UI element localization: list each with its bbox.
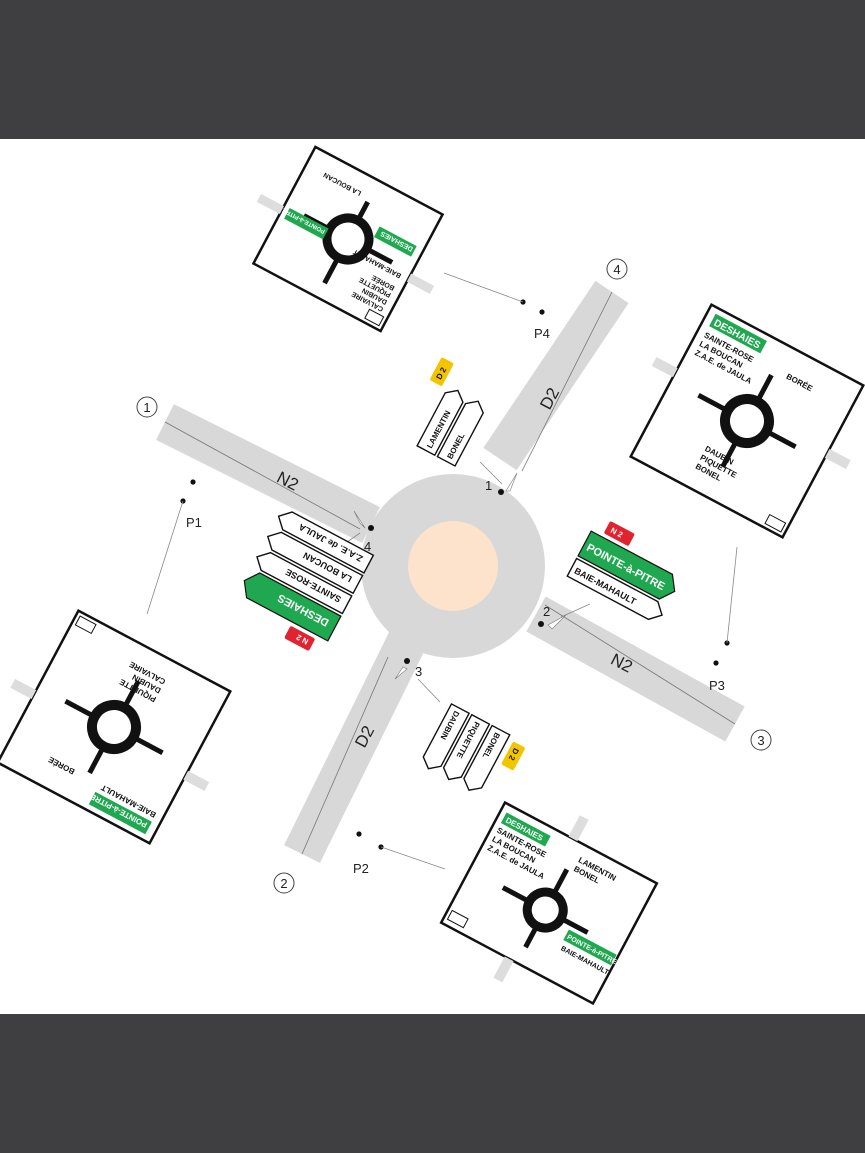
centerline-n2-east: [544, 604, 736, 725]
svg-text:4: 4: [364, 539, 371, 554]
approach-point-3: 3: [394, 658, 441, 703]
svg-text:4: 4: [613, 262, 620, 277]
svg-text:2: 2: [543, 604, 550, 619]
road-d2-south: [284, 630, 426, 863]
centerline-n2-west: [164, 421, 361, 530]
svg-text:1: 1: [485, 478, 492, 493]
branch-marker-4: 4: [606, 258, 628, 280]
road-n2-west: [156, 404, 380, 543]
direction-sign-approach-3: BONEL PIQUETTE DAUBIN D 2: [422, 702, 525, 792]
diagram-canvas: D2 D2 N2 N2 1 2 3 4 1 2 3 4: [0, 139, 865, 1014]
branch-marker-3: 3: [750, 729, 772, 751]
svg-text:P4: P4: [534, 326, 550, 341]
svg-text:P3: P3: [709, 678, 725, 693]
presignal-panel-p2: DESHAIES SAINTE-ROSE LA BOUCAN Z.A.E. de…: [439, 800, 659, 1006]
presignal-panel-p3: DESHAIES SAINTE-ROSE LA BOUCAN Z.A.E. de…: [629, 303, 865, 539]
road-network: [156, 280, 745, 863]
presignal-panel-p4: POINTE-à-PITRE BAIE-MAHAULT CALVAIRE DAU…: [251, 145, 445, 333]
svg-text:3: 3: [415, 664, 422, 679]
approach-point-1: 1: [479, 461, 518, 495]
centerline-d2-south: [301, 656, 389, 855]
roundabout-diagram: D2 D2 N2 N2 1 2 3 4 1 2 3 4: [0, 145, 865, 1006]
panel-point-p3: P3: [709, 546, 738, 693]
direction-sign-approach-2: POINTE-à-PITRE BAIE-MAHAULT N 2: [566, 521, 676, 621]
central-island: [408, 521, 498, 611]
panel-point-p4: P4: [443, 272, 550, 341]
svg-text:1: 1: [143, 400, 150, 415]
svg-text:3: 3: [757, 733, 764, 748]
svg-text:P1: P1: [186, 515, 202, 530]
approach-point-2: 2: [538, 603, 591, 630]
svg-text:P2: P2: [353, 861, 369, 876]
branch-marker-2: 2: [273, 872, 295, 894]
presignal-panel-p1: POINTE-à-PITRE BAIE-MAHAULT BORÉE PIQUET…: [0, 609, 232, 845]
centerline-d2-north: [521, 291, 613, 472]
panel-point-p2: P2: [353, 831, 446, 876]
road-n2-east: [526, 596, 745, 742]
svg-text:2: 2: [280, 876, 287, 891]
road-d2-north: [483, 280, 629, 471]
branch-marker-1: 1: [136, 396, 158, 418]
direction-sign-approach-1: LAMENTIN BONEL D 2: [416, 357, 484, 467]
panel-point-p1: P1: [146, 479, 202, 615]
